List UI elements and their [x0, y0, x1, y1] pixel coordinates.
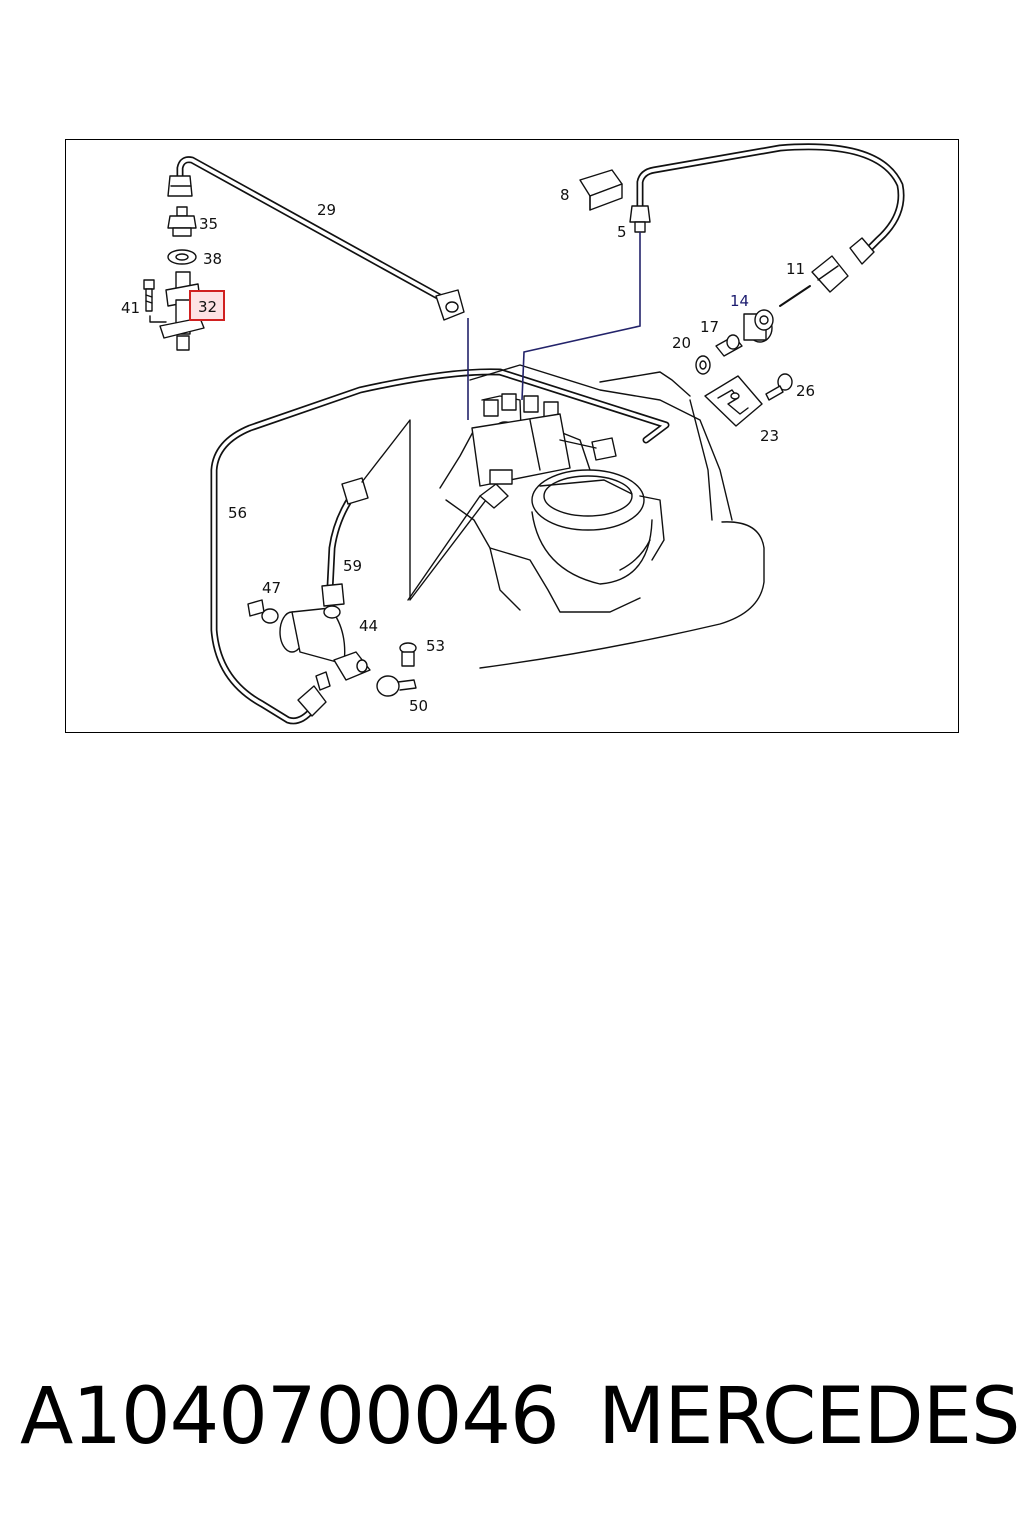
leader-5 — [521, 232, 641, 401]
bracket-23[interactable] — [704, 375, 763, 427]
seal-ring-38[interactable] — [167, 249, 197, 265]
fitting-17[interactable] — [715, 334, 743, 357]
label-59: 59 — [343, 557, 362, 575]
footer: A1040700046 MERCEDES — [20, 1372, 1020, 1472]
seal-ring-20[interactable] — [695, 355, 711, 375]
throttle-housing[interactable] — [407, 364, 765, 669]
fuel-line-29[interactable] — [167, 156, 465, 321]
label-53: 53 — [426, 637, 445, 655]
label-32[interactable]: 32 — [198, 298, 217, 316]
label-17: 17 — [700, 318, 719, 336]
diagram-frame — [65, 139, 959, 733]
label-50: 50 — [409, 697, 428, 715]
bolt-53[interactable] — [399, 642, 417, 667]
label-44: 44 — [359, 617, 378, 635]
label-23: 23 — [760, 427, 779, 445]
bolt-26[interactable] — [765, 373, 793, 401]
label-11: 11 — [786, 260, 805, 278]
label-20: 20 — [672, 334, 691, 352]
label-47: 47 — [262, 579, 281, 597]
fuel-line-59[interactable] — [321, 419, 487, 607]
pressure-regulator-44[interactable] — [279, 605, 371, 691]
screw-41[interactable] — [143, 279, 167, 323]
label-8: 8 — [560, 186, 570, 204]
cap-8[interactable] — [579, 169, 623, 211]
label-35: 35 — [199, 215, 218, 233]
highlight-box-32 — [189, 290, 225, 321]
part-number: A1040700046 — [20, 1372, 560, 1462]
fitting-14[interactable] — [743, 309, 774, 343]
label-14: 14 — [730, 292, 749, 310]
fuel-line-56[interactable] — [210, 368, 670, 725]
brand-name: MERCEDES — [598, 1372, 1020, 1462]
label-26: 26 — [796, 382, 815, 400]
label-5: 5 — [617, 223, 627, 241]
label-41: 41 — [121, 299, 140, 317]
fuel-line-5-11[interactable] — [629, 143, 905, 265]
clip-50[interactable] — [376, 675, 417, 697]
parts-diagram: 29 35 38 41 32 8 5 11 14 17 20 26 23 56 … — [121, 143, 905, 725]
label-56: 56 — [228, 504, 247, 522]
label-29: 29 — [317, 201, 336, 219]
label-38: 38 — [203, 250, 222, 268]
banjo-bolt-11[interactable] — [779, 255, 849, 307]
fitting-35[interactable] — [167, 206, 197, 237]
screw-47[interactable] — [247, 599, 279, 624]
